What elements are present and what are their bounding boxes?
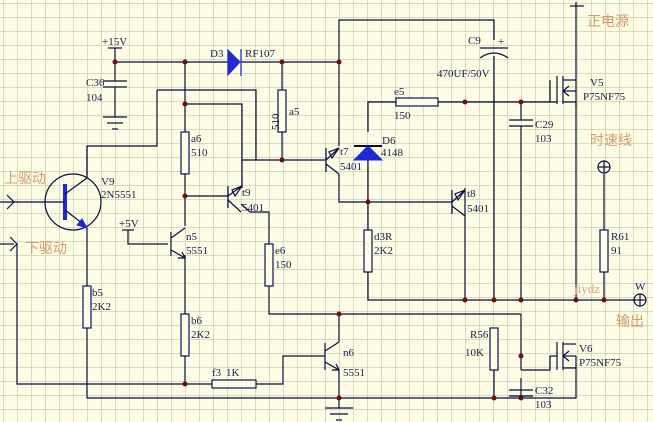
e5-ref: e5 (394, 86, 405, 98)
ground-icon (325, 407, 353, 421)
e5-value: 150 (394, 110, 411, 122)
junctions (112, 59, 607, 401)
speed-line-terminal-icon[interactable] (597, 160, 611, 174)
output-terminal-icon[interactable]: W (633, 281, 647, 307)
b6-ref: b6 (191, 315, 203, 327)
r61-value: 91 (611, 245, 622, 257)
r56-ref: R56 (470, 329, 489, 341)
resistor-b5: b5 2K2 (82, 285, 111, 329)
diode-d6: D6 4148 (352, 135, 404, 161)
upper-drive-input-arrow-icon (6, 194, 15, 210)
c32-ref: C32 (535, 385, 553, 397)
a6-ref: a6 (191, 133, 202, 145)
diode-d3: D3 RF107 (210, 48, 275, 77)
n6-value: 5551 (343, 367, 365, 379)
r61-ref: R61 (611, 231, 629, 243)
t7-value: 5401 (340, 161, 362, 173)
a5-ref: a5 (289, 106, 300, 118)
d3-ref: D3 (210, 48, 224, 60)
resistor-r56: R56 10K (465, 327, 499, 371)
v6-ref: V6 (579, 343, 593, 355)
transistor-t7: t7 5401 (325, 146, 362, 175)
c9-ref: C9 (468, 35, 481, 47)
capacitor-c29: C29 103 (509, 119, 554, 145)
b6-value: 2K2 (191, 329, 210, 341)
t7-ref: t7 (340, 146, 349, 158)
speed-line-label: 时速线 (590, 133, 632, 149)
b5-ref: b5 (92, 287, 104, 299)
t8-ref: t8 (467, 188, 476, 200)
resistor-a6: a6 510 (180, 131, 208, 175)
capacitor-c32: C32 103 (509, 385, 553, 411)
r56-value: 10K (465, 347, 484, 359)
t8-value: 5401 (467, 203, 489, 215)
e6-value: 150 (275, 259, 292, 271)
b5-value: 2K2 (92, 301, 111, 313)
c29-ref: C29 (535, 119, 554, 131)
mosfet-v6: V6 P75NF75 (550, 342, 622, 370)
c36-value: 104 (86, 92, 103, 104)
resistor-f3: f3 1K (211, 367, 257, 389)
e6-ref: e6 (275, 245, 286, 257)
transistor-t9: t9 5401 (227, 185, 264, 214)
a5-value: 510 (270, 113, 282, 130)
n5-value: 5551 (186, 245, 208, 257)
resistor-e5: e5 150 (394, 86, 439, 122)
a6-value: 510 (191, 147, 208, 159)
output-label: 输出 (616, 314, 644, 330)
t9-value: 5401 (242, 202, 264, 214)
positive-supply-label: 正电源 (587, 14, 629, 30)
lower-drive-label: 下驱动 (25, 241, 67, 257)
t9-ref: t9 (242, 187, 251, 199)
c9-polarity: + (498, 36, 504, 48)
n5-ref: n5 (186, 231, 198, 243)
transistor-n5: n5 5551 (170, 227, 208, 259)
v6-value: P75NF75 (579, 357, 622, 369)
c29-value: 103 (535, 133, 552, 145)
f3-value: 1K (226, 367, 240, 379)
resistor-d3r: d3R 2K2 (363, 229, 393, 273)
v9-value: 2N5551 (101, 189, 136, 201)
c36-ref: C36 (86, 77, 105, 89)
resistor-e6: e6 150 (264, 243, 292, 287)
power-15v-label: +15V (102, 36, 127, 48)
power-5v: +5V (119, 218, 139, 231)
c32-value: 103 (535, 399, 552, 411)
capacitor-c36: C36 104 (86, 77, 127, 104)
output-pin-label: W (635, 281, 646, 293)
mosfet-v5: V5 P75NF75 (550, 76, 626, 108)
capacitor-c9: C9 + 470UF/50V (437, 35, 509, 80)
watermark: jiydz (573, 281, 600, 296)
v5-value: P75NF75 (583, 91, 626, 103)
power-15v: +15V (102, 36, 127, 49)
lower-drive-input-arrow-icon (9, 236, 18, 252)
power-5v-label: +5V (119, 218, 139, 230)
d6-value: 4148 (381, 147, 404, 159)
d3-value: RF107 (245, 48, 275, 60)
ground-icon (103, 116, 127, 130)
transistor-t8: t8 5401 (451, 188, 489, 217)
resistor-r61: R61 91 (599, 229, 629, 273)
d3r-ref: d3R (374, 231, 393, 243)
d3r-value: 2K2 (374, 245, 393, 257)
f3-ref: f3 (212, 367, 222, 379)
resistor-b6: b6 2K2 (180, 313, 210, 357)
d6-ref: D6 (382, 135, 396, 147)
transistor-n6: n6 5551 (324, 341, 365, 379)
c9-value: 470UF/50V (437, 68, 490, 80)
upper-drive-label: 上驱动 (4, 171, 46, 187)
transistor-v9: V9 2N5551 (44, 146, 136, 231)
v9-ref: V9 (101, 176, 115, 188)
resistor-a5: 510 a5 (270, 89, 300, 133)
v5-ref: V5 (590, 77, 604, 89)
n6-ref: n6 (343, 347, 355, 359)
